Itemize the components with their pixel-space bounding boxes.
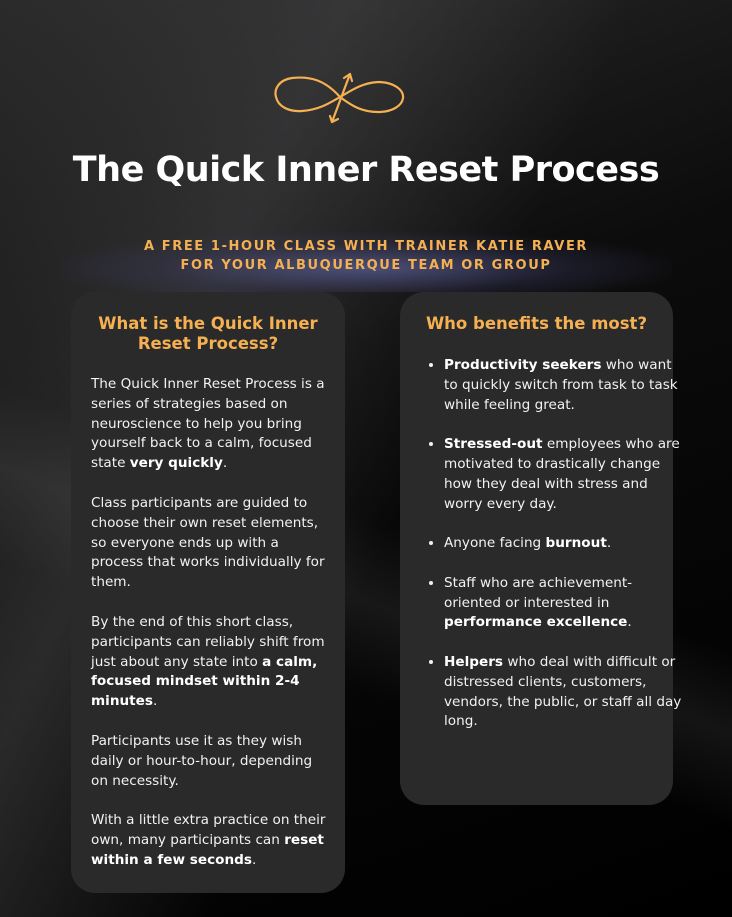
who-benefits-card: Who benefits the most? Productivity seek…	[400, 292, 681, 805]
list-item: Productivity seekers who want to quickly…	[444, 356, 684, 415]
list-item: Stressed-out employees who are motivated…	[444, 435, 684, 514]
subtitle-line-1: A FREE 1-HOUR CLASS WITH TRAINER KATIE R…	[143, 239, 589, 254]
page-title: The Quick Inner Reset Process	[72, 150, 660, 190]
what-is-title-line-1: What is the Quick Inner	[98, 314, 318, 333]
paragraph-definition: The Quick Inner Reset Process is a serie…	[91, 376, 325, 472]
paragraph-usage: Participants use it as they wish daily o…	[91, 733, 313, 789]
what-is-card-title: What is the Quick Inner Reset Process?	[71, 314, 345, 354]
what-is-card: What is the Quick Inner Reset Process? T…	[71, 292, 345, 893]
benefits-list: Productivity seekers who want to quickly…	[424, 356, 684, 752]
list-item: Anyone facing burnout.	[444, 534, 684, 554]
subtitle-banner	[60, 232, 672, 292]
list-item: Helpers who deal with difficult or distr…	[444, 653, 684, 732]
paragraph-practice: With a little extra practice on their ow…	[91, 812, 326, 868]
subtitle-line-2: FOR YOUR ALBUQUERQUE TEAM OR GROUP	[180, 258, 552, 273]
infinity-arrows-icon	[274, 72, 405, 124]
who-benefits-title: Who benefits the most?	[425, 314, 648, 333]
list-item: Staff who are achievement-oriented or in…	[444, 574, 684, 633]
paragraph-guided: Class participants are guided to choose …	[91, 495, 325, 591]
paragraph-outcome: By the end of this short class, particip…	[91, 614, 325, 710]
what-is-title-line-2: Reset Process?	[137, 334, 279, 353]
